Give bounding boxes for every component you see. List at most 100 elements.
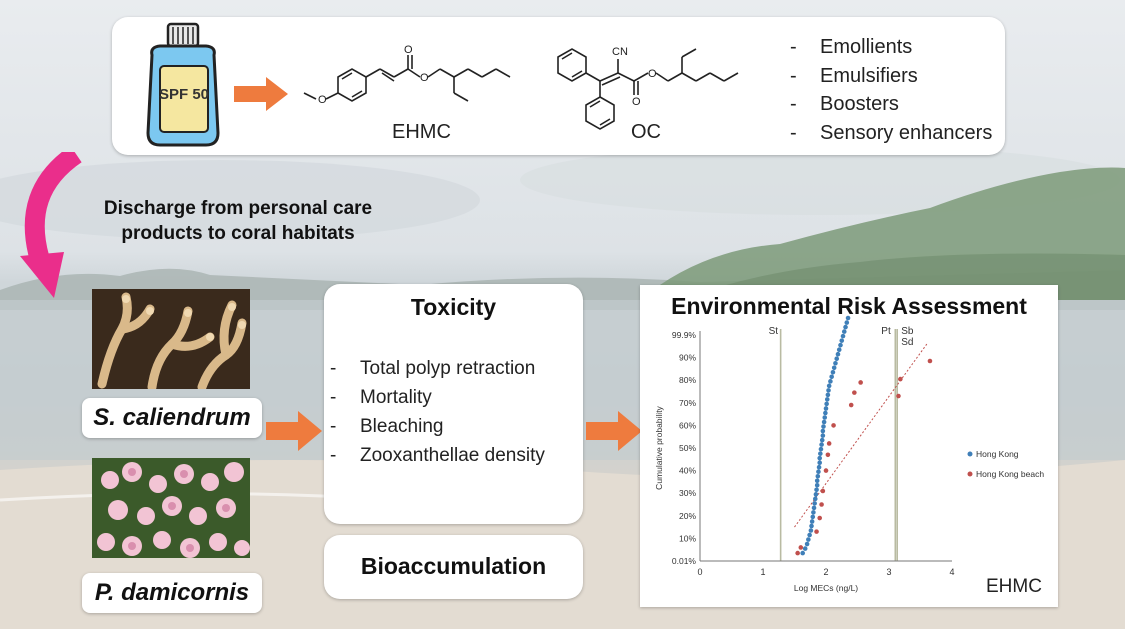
- y-tick-label: 0.01%: [672, 556, 697, 566]
- data-point: [811, 505, 817, 511]
- data-point: [835, 351, 841, 357]
- arrow-right-icon: [266, 411, 322, 451]
- data-point: [896, 393, 901, 399]
- data-point: [816, 469, 821, 475]
- species-label: P. damicornis: [82, 573, 262, 613]
- data-point: [800, 550, 805, 556]
- data-point: [807, 532, 812, 538]
- coral-photo-p-damicornis: [92, 458, 250, 558]
- data-point: [927, 358, 933, 364]
- data-point: [802, 546, 808, 551]
- bioaccumulation-panel: Bioaccumulation: [324, 535, 583, 599]
- data-point: [818, 451, 823, 456]
- ingredient-item: Sensory enhancers: [790, 119, 992, 148]
- data-point: [814, 482, 820, 488]
- discharge-caption-line: Discharge from personal care: [103, 198, 373, 219]
- data-point: [836, 347, 842, 352]
- toxicity-title: Toxicity: [410, 294, 497, 320]
- data-point: [819, 442, 824, 447]
- data-point: [841, 329, 847, 334]
- data-point: [814, 478, 820, 484]
- data-point: [858, 380, 863, 385]
- data-point: [822, 415, 828, 420]
- threshold-label: St: [769, 326, 779, 337]
- y-tick-label: 80%: [679, 375, 696, 385]
- legend-label: Hong Kong beach: [976, 469, 1044, 479]
- data-point: [843, 324, 848, 330]
- species-label: S. caliendrum: [82, 398, 262, 438]
- data-point: [828, 379, 833, 384]
- data-point: [810, 514, 816, 520]
- y-tick-label: 90%: [679, 353, 696, 363]
- data-point: [825, 392, 831, 398]
- bioaccumulation-title: Bioaccumulation: [360, 553, 547, 579]
- data-point: [798, 545, 804, 550]
- data-point: [830, 369, 836, 375]
- threshold-label: Pt: [881, 326, 891, 337]
- data-point: [831, 423, 836, 428]
- coral-photo-s-caliendrum: [92, 289, 250, 389]
- oc-structure: CN O O: [557, 46, 739, 130]
- ehmc-structure: O O O: [303, 44, 511, 106]
- data-point: [834, 356, 840, 362]
- toxicity-panel: Toxicity Total polyp retraction Mortalit…: [324, 284, 583, 524]
- threshold-label: Sb: [901, 326, 914, 337]
- data-point: [826, 441, 832, 446]
- data-point: [825, 452, 831, 458]
- data-point: [824, 397, 830, 402]
- data-point: [844, 320, 850, 325]
- svg-text:O: O: [648, 68, 657, 80]
- sunscreen-bottle-icon: SPF 50: [146, 22, 220, 147]
- data-point: [821, 419, 827, 425]
- curved-arrow-icon: [20, 152, 82, 298]
- svg-text:O: O: [404, 44, 413, 56]
- discharge-caption-line: products to coral habitats: [121, 223, 355, 244]
- cn-label: CN: [612, 46, 628, 58]
- toxicity-endpoint: Bleaching: [330, 412, 545, 441]
- legend-marker: [967, 471, 973, 477]
- y-axis-label: Cumulative probability: [654, 405, 664, 489]
- data-point: [818, 446, 824, 452]
- data-point: [804, 541, 810, 547]
- data-point: [823, 410, 828, 416]
- y-tick-label: 99.9%: [672, 330, 697, 340]
- data-point: [823, 468, 829, 473]
- y-tick-label: 20%: [679, 511, 696, 521]
- x-tick-label: 3: [886, 567, 891, 577]
- data-point: [852, 390, 857, 395]
- y-tick-label: 60%: [679, 420, 696, 430]
- svg-text:O: O: [632, 96, 641, 108]
- svg-text:O: O: [420, 72, 429, 84]
- legend-marker: [967, 451, 973, 457]
- data-point: [817, 460, 822, 465]
- ingredient-list: Emollients Emulsifiers Boosters Sensory …: [790, 33, 992, 147]
- ingredient-item: Boosters: [790, 90, 992, 119]
- data-point: [812, 501, 817, 506]
- data-point: [795, 550, 800, 556]
- data-point: [824, 401, 829, 407]
- y-tick-label: 10%: [679, 533, 696, 543]
- svg-text:O: O: [318, 94, 327, 106]
- threshold-label: Sd: [901, 337, 913, 348]
- data-point: [814, 487, 819, 493]
- x-axis-label: Log MECs (ng/L): [794, 583, 858, 593]
- data-point: [815, 473, 821, 479]
- data-point: [845, 315, 851, 321]
- compound-label-oc: OC: [631, 121, 661, 143]
- data-point: [808, 528, 814, 533]
- data-point: [819, 502, 824, 507]
- legend-label: Hong Kong: [976, 449, 1019, 459]
- data-point: [821, 424, 826, 429]
- data-point: [833, 360, 838, 366]
- toxicity-endpoint: Total polyp retraction: [330, 354, 545, 383]
- data-point: [812, 496, 818, 502]
- data-point: [809, 519, 815, 524]
- y-tick-label: 50%: [679, 443, 696, 453]
- data-point: [838, 342, 843, 348]
- compound-label-ehmc: EHMC: [392, 121, 451, 143]
- x-tick-label: 4: [949, 567, 954, 577]
- y-tick-label: 40%: [679, 466, 696, 476]
- risk-assessment-title: Environmental Risk Assessment: [671, 293, 1027, 319]
- data-point: [826, 388, 831, 393]
